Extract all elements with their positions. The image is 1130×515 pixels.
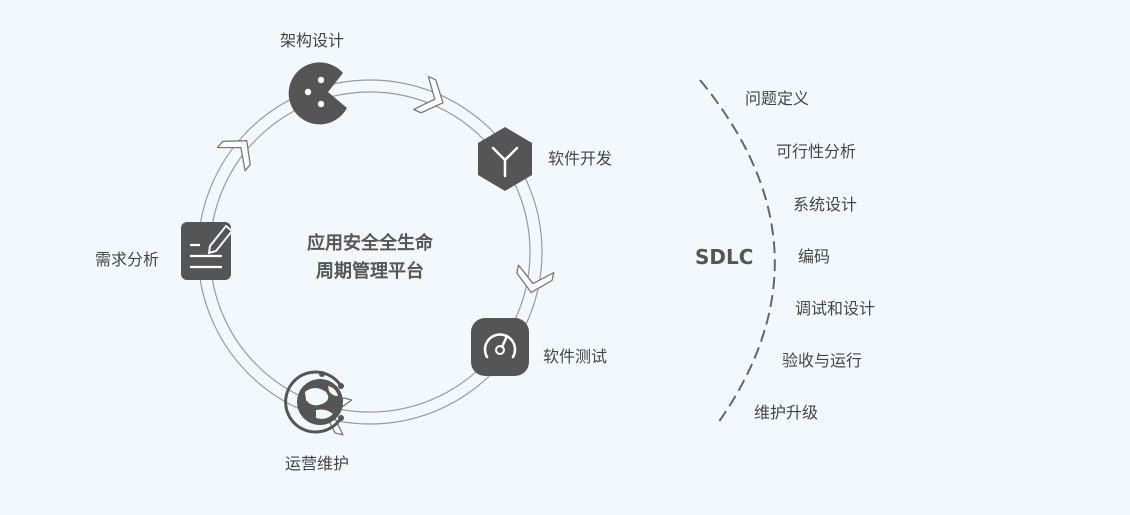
sdlc-step: 编码 [798, 247, 831, 266]
notepad-icon [181, 222, 234, 280]
sdlc-step: 验收与运行 [782, 351, 863, 370]
node-label-operations: 运营维护 [285, 454, 350, 473]
node-label-architecture: 架构设计 [280, 31, 345, 50]
globe-icon [284, 370, 344, 434]
gauge-icon [471, 318, 529, 376]
hex-branch-icon [478, 127, 532, 191]
center-title-line2: 周期管理平台 [316, 261, 424, 282]
cycle-arrow-chevron [216, 140, 251, 172]
cycle-arrow-chevron [413, 75, 444, 114]
center-title-line1: 应用安全全生命 [307, 233, 433, 254]
cycle-arrow-chevron [516, 264, 555, 294]
sdlc-step: 问题定义 [745, 89, 810, 108]
sdlc-label: SDLC [695, 245, 754, 269]
node-label-testing: 软件测试 [543, 347, 608, 366]
center-title: 应用安全全生命 周期管理平台 [300, 230, 440, 286]
node-label-requirements: 需求分析 [95, 250, 160, 269]
sdlc-dashed-arc [699, 79, 776, 424]
sdlc-step: 系统设计 [793, 195, 858, 214]
face-icon [288, 62, 347, 125]
sdlc-step: 维护升级 [754, 403, 819, 422]
sdlc-step: 调试和设计 [795, 299, 876, 318]
node-label-development: 软件开发 [548, 149, 613, 168]
sdlc-step: 可行性分析 [776, 142, 857, 161]
